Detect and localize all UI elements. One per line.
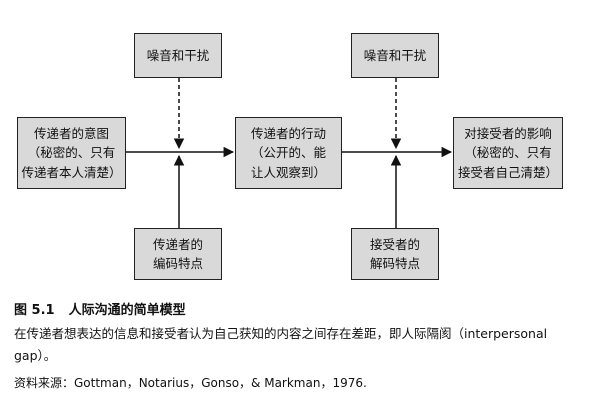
action-box: 传递者的行动 （公开的、能 让人观察到）: [235, 117, 342, 189]
sender-encoding-line-2: 编码特点: [152, 256, 203, 271]
noise-box-left: 噪音和干扰: [134, 33, 222, 78]
receiver-effect-line-2: （秘密的、只有: [464, 145, 552, 161]
noise-label-right: 噪音和干扰: [363, 47, 427, 63]
receiver-effect-line-3: 接受者自己清楚）: [457, 164, 558, 180]
action-line-1: 传递者的行动: [250, 125, 326, 141]
receiver-effect-box: 对接受者的影响 （秘密的、只有 接受者自己清楚）: [453, 117, 563, 189]
sender-intent-line-2: （秘密的、只有: [27, 145, 116, 161]
diagram-connectors: [126, 78, 453, 228]
receiver-decoding-box: 接受者的 解码特点: [351, 228, 439, 280]
receiver-decoding-line-2: 解码特点: [369, 256, 420, 271]
action-line-3: 让人观察到）: [250, 164, 326, 180]
figure-description: 在传递者想表达的信息和接受者认为自己获知的内容之间存在差距，即人际隔阂（inte…: [14, 326, 548, 363]
sender-intent-box: 传递者的意图 （秘密的、只有 传递者本人清楚）: [17, 117, 126, 189]
sender-intent-line-1: 传递者的意图: [33, 125, 109, 141]
figure-source: 资料来源：Gottman，Notarius，Gonso，& Markman，19…: [14, 376, 367, 390]
sender-intent-line-3: 传递者本人清楚）: [21, 164, 122, 180]
figure-title-text: 人际沟通的简单模型: [68, 303, 186, 318]
sender-encoding-box: 传递者的 编码特点: [134, 228, 222, 280]
figure-title: 图 5.1 人际沟通的简单模型: [14, 299, 186, 318]
sender-encoding-line-1: 传递者的: [152, 236, 203, 252]
noise-label-left: 噪音和干扰: [146, 47, 210, 63]
receiver-effect-line-1: 对接受者的影响: [464, 125, 552, 141]
noise-box-right: 噪音和干扰: [351, 33, 439, 78]
receiver-decoding-line-1: 接受者的: [369, 236, 420, 252]
figure-number: 图 5.1: [14, 303, 55, 318]
action-line-2: （公开的、能: [250, 145, 326, 161]
